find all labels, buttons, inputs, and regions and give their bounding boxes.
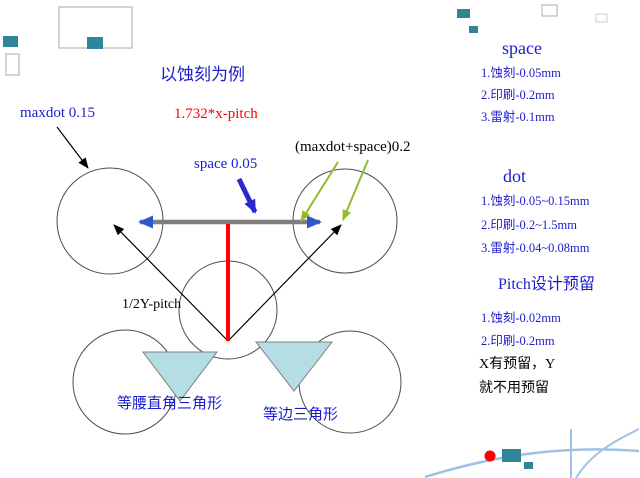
decor-rect-outline — [541, 4, 558, 17]
decor-rect-teal — [502, 449, 521, 462]
decor-red-dot — [484, 450, 496, 462]
sidebar-pitch-item: 2.印刷-0.2mm — [481, 334, 555, 348]
decor-curve — [575, 428, 640, 478]
sidebar-dot-item: 3.雷射-0.04~0.08mm — [481, 241, 590, 255]
dot-circle-bottom-left — [72, 329, 178, 435]
sidebar-note-line: X有预留，Y — [479, 357, 556, 372]
decor-rect-teal — [524, 462, 533, 469]
slide-title: 以蚀刻为例 — [160, 65, 245, 84]
maxdot-label: maxdot 0.15 — [20, 105, 95, 121]
sidebar-space-item: 2.印刷-0.2mm — [481, 88, 555, 102]
half-y-pitch-label: 1/2Y-pitch — [122, 297, 182, 312]
isosceles-triangle-label: 等腰直角三角形 — [117, 396, 223, 412]
equilateral-triangle-label: 等边三角形 — [263, 407, 339, 423]
isosceles-right-triangle — [141, 351, 219, 402]
pitch-diagonal-line-left — [113, 224, 229, 342]
equilateral-triangle — [254, 341, 334, 392]
sidebar-dot-heading: dot — [503, 166, 527, 186]
space-value-label: space 0.05 — [194, 156, 258, 172]
decor-rect-teal — [3, 36, 18, 47]
sidebar-dot-item: 2.印刷-0.2~1.5mm — [481, 218, 577, 232]
pitch-formula-label: 1.732*x-pitch — [174, 106, 258, 122]
decor-rect-teal — [469, 26, 478, 33]
maxdot-plus-space-label: (maxdot+space)0.2 — [295, 139, 411, 155]
sidebar-note-line: 就不用预留 — [479, 381, 549, 396]
maxdot-space-leader-arrow-2 — [342, 159, 369, 221]
space-leader-arrow — [236, 177, 258, 214]
sidebar-space-heading: space — [502, 38, 542, 58]
sidebar-pitch-heading: Pitch设计预留 — [498, 276, 595, 293]
decor-rect-outline — [595, 13, 608, 23]
decor-rect-teal — [87, 37, 103, 49]
decor-rect-teal — [457, 9, 470, 18]
maxdot-leader-arrow — [56, 126, 89, 169]
decor-curve — [424, 448, 640, 478]
sidebar-space-item: 3.雷射-0.1mm — [481, 110, 555, 124]
maxdot-space-leader-arrow-1 — [300, 161, 339, 222]
pitch-diagonal-line-right — [227, 224, 342, 342]
sidebar-dot-item: 1.蚀刻-0.05~0.15mm — [481, 194, 590, 208]
sidebar-pitch-item: 1.蚀刻-0.02mm — [481, 311, 561, 325]
decor-rect-outline — [5, 53, 20, 76]
sidebar-space-item: 1.蚀刻-0.05mm — [481, 66, 561, 80]
